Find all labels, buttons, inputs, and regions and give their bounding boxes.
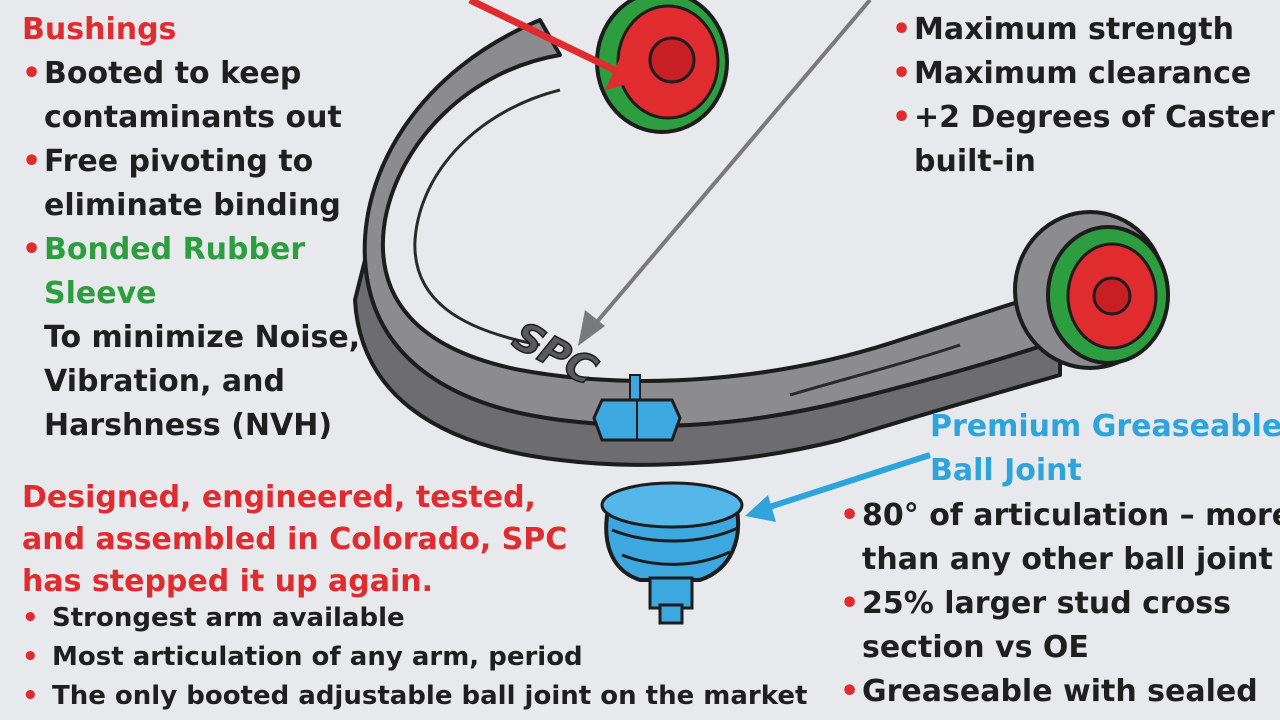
arm-arrow [588, 0, 872, 332]
arm-arrowhead [578, 310, 605, 346]
arm-feature-3-line-2: built-in [914, 144, 1036, 179]
ball-joint-title-line-1: Premium Greaseable [930, 409, 1280, 444]
colorado-line-1: Designed, engineered, tested, [22, 480, 536, 515]
ball-joint-feature-2-line-2: section vs OE [862, 630, 1089, 665]
ball-joint-feature-1-line-2: than any other ball joint [862, 542, 1273, 577]
bushing-feature-2-line-2: eliminate binding [44, 188, 341, 223]
bushing-feature-1-line-1: •Booted to keep [22, 56, 302, 91]
bushing-feature-1-line-2: contaminants out [44, 100, 342, 135]
colorado-line-2: and assembled in Colorado, SPC [22, 522, 568, 557]
sleeve-title-line-2: Sleeve [44, 276, 157, 311]
sleeve-desc-line-1: To minimize Noise, [44, 320, 361, 355]
arm-feature-1: •Maximum strength [892, 12, 1234, 47]
front-bushing [595, 0, 729, 134]
rear-bushing [1013, 210, 1170, 370]
sleeve-desc-line-3: Harshness (NVH) [44, 408, 333, 443]
arm-feature-2: •Maximum clearance [892, 56, 1252, 91]
sleeve-desc-line-2: Vibration, and [44, 364, 285, 399]
ball-joint-arrowhead [745, 495, 776, 522]
colorado-bullet-3: •The only booted adjustable ball joint o… [22, 681, 808, 711]
ball-joint-feature-3-line-1: •Greaseable with sealed [840, 674, 1258, 709]
bushing-arrow [468, 0, 627, 79]
arm-feature-3-line-1: •+2 Degrees of Caster [892, 100, 1275, 135]
ball-joint-nut [592, 374, 682, 442]
bushings-title: Bushings [22, 12, 177, 47]
ball-joint-feature-1-line-1: •80° of articulation – more [840, 498, 1280, 533]
control-arm-ridge [413, 88, 561, 347]
control-arm-lower-face [353, 258, 1062, 467]
ball-joint-feature-2-line-1: •25% larger stud cross [840, 586, 1232, 621]
colorado-line-3: has stepped it up again. [22, 564, 434, 599]
colorado-bullet-2: •Most articulation of any arm, period [22, 642, 583, 672]
control-arm-slot [789, 343, 961, 397]
ball-joint-arrow [759, 452, 931, 513]
bushing-arrowhead [605, 58, 636, 90]
ball-joint-title-line-2: Ball Joint [930, 453, 1082, 488]
colorado-bullet-1: •Strongest arm available [22, 603, 405, 633]
sleeve-title-line-1: •Bonded Rubber [22, 232, 306, 267]
ball-joint [600, 481, 744, 625]
bushing-feature-2-line-1: •Free pivoting to [22, 144, 314, 179]
